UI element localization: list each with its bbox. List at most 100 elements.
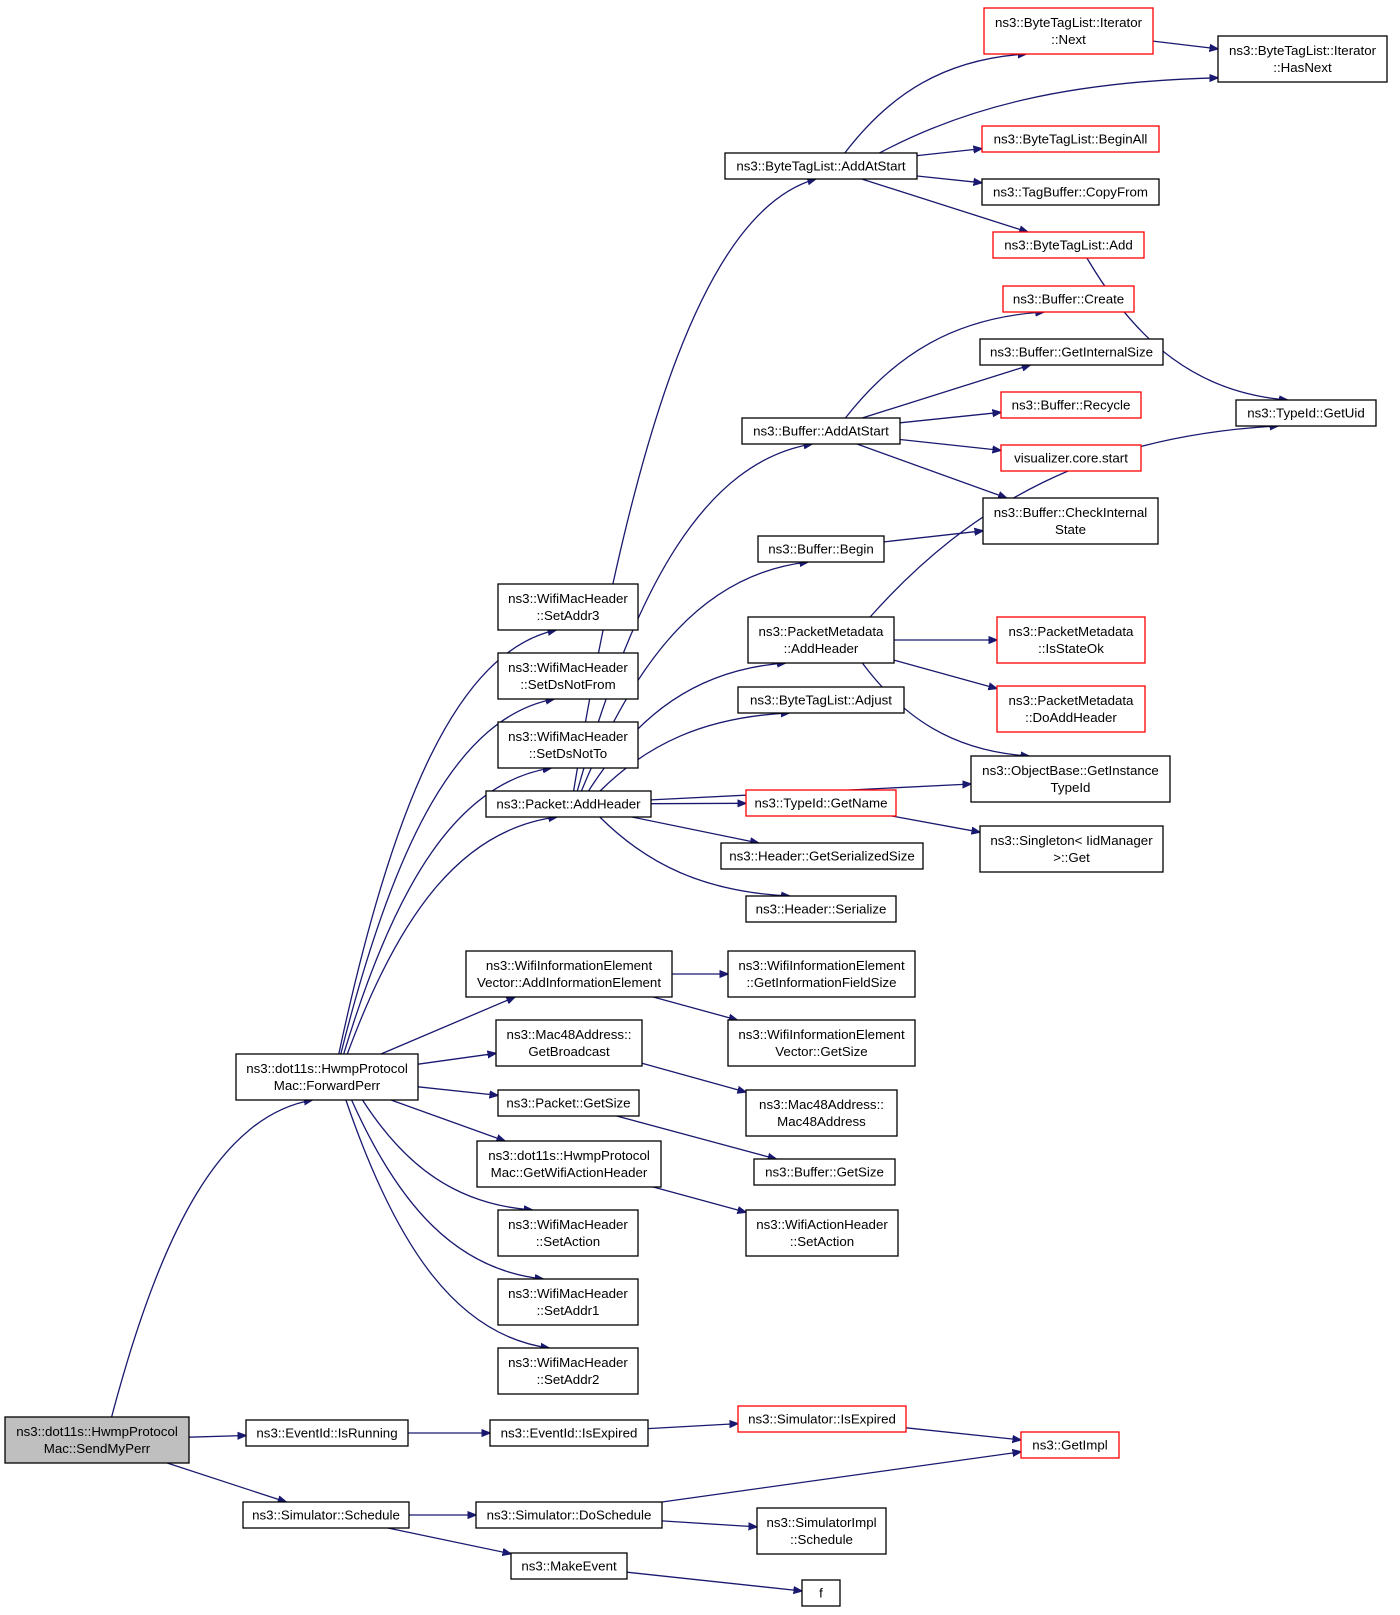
- node-buffer-addatstart[interactable]: ns3::Buffer::AddAtStart: [741, 417, 901, 445]
- node-simulator-isexpired[interactable]: ns3::Simulator::IsExpired: [737, 1405, 907, 1433]
- node-buffer-begin[interactable]: ns3::Buffer::Begin: [757, 535, 885, 563]
- node-box[interactable]: [756, 1507, 887, 1555]
- node-box[interactable]: [996, 685, 1146, 733]
- node-mac48-ctor[interactable]: ns3::Mac48Address::Mac48Address: [745, 1089, 898, 1137]
- node-box[interactable]: [741, 417, 901, 445]
- node-box[interactable]: [476, 1140, 662, 1188]
- node-box[interactable]: [497, 1278, 639, 1326]
- node-simulatorimpl-schedule[interactable]: ns3::SimulatorImpl::Schedule: [756, 1507, 887, 1555]
- node-buffer-getinternalsize[interactable]: ns3::Buffer::GetInternalSize: [979, 338, 1164, 366]
- node-btl-adjust[interactable]: ns3::ByteTagList::Adjust: [737, 686, 905, 714]
- node-box[interactable]: [497, 1347, 639, 1395]
- node-setdsnotfrom[interactable]: ns3::WifiMacHeader::SetDsNotFrom: [497, 652, 639, 700]
- node-box[interactable]: [497, 1209, 639, 1257]
- node-box[interactable]: [983, 7, 1154, 55]
- node-box[interactable]: [737, 1405, 907, 1433]
- node-box[interactable]: [1002, 285, 1135, 313]
- node-buffer-getsize[interactable]: ns3::Buffer::GetSize: [753, 1158, 896, 1186]
- node-box[interactable]: [1020, 1431, 1120, 1459]
- node-box[interactable]: [979, 338, 1164, 366]
- node-box[interactable]: [981, 125, 1160, 153]
- node-box[interactable]: [1000, 444, 1142, 472]
- node-box[interactable]: [4, 1416, 190, 1464]
- node-box[interactable]: [497, 583, 639, 631]
- node-wie-vector-getsize[interactable]: ns3::WifiInformationElementVector::GetSi…: [727, 1019, 916, 1067]
- node-typeid-getuid[interactable]: ns3::TypeId::GetUid: [1235, 399, 1377, 427]
- node-getwifiactionheader[interactable]: ns3::dot11s::HwmpProtocolMac::GetWifiAct…: [476, 1140, 662, 1188]
- node-box[interactable]: [1235, 399, 1377, 427]
- node-eventid-isexpired[interactable]: ns3::EventId::IsExpired: [489, 1419, 649, 1447]
- node-visualizer-core-start[interactable]: visualizer.core.start: [1000, 444, 1142, 472]
- node-buffer-recycle[interactable]: ns3::Buffer::Recycle: [1000, 391, 1142, 419]
- node-makeevent[interactable]: ns3::MakeEvent: [510, 1552, 628, 1580]
- node-box[interactable]: [727, 950, 916, 998]
- node-box[interactable]: [489, 1419, 649, 1447]
- node-box[interactable]: [747, 616, 895, 664]
- node-box[interactable]: [801, 1579, 841, 1607]
- node-box[interactable]: [996, 616, 1146, 664]
- node-setaddr1[interactable]: ns3::WifiMacHeader::SetAddr1: [497, 1278, 639, 1326]
- node-header-serialize[interactable]: ns3::Header::Serialize: [745, 895, 897, 923]
- node-box[interactable]: [757, 535, 885, 563]
- node-f[interactable]: f: [801, 1579, 841, 1607]
- node-box[interactable]: [745, 1209, 899, 1257]
- node-box[interactable]: [737, 686, 905, 714]
- node-box[interactable]: [235, 1053, 419, 1101]
- node-simulator-doschedule[interactable]: ns3::Simulator::DoSchedule: [475, 1501, 663, 1529]
- node-box[interactable]: [497, 721, 639, 769]
- node-box[interactable]: [982, 497, 1159, 545]
- node-box[interactable]: [1217, 35, 1388, 83]
- node-setdsnotto[interactable]: ns3::WifiMacHeader::SetDsNotTo: [497, 721, 639, 769]
- node-box[interactable]: [745, 895, 897, 923]
- node-box[interactable]: [475, 1501, 663, 1529]
- node-tagbuffer-copyfrom[interactable]: ns3::TagBuffer::CopyFrom: [981, 178, 1160, 206]
- node-simulator-schedule[interactable]: ns3::Simulator::Schedule: [242, 1501, 410, 1529]
- node-pm-isstateok[interactable]: ns3::PacketMetadata::IsStateOk: [996, 616, 1146, 664]
- node-box[interactable]: [979, 825, 1164, 873]
- node-getimpl[interactable]: ns3::GetImpl: [1020, 1431, 1120, 1459]
- node-forwardperr[interactable]: ns3::dot11s::HwmpProtocolMac::ForwardPer…: [235, 1053, 419, 1101]
- node-wmh-setaction[interactable]: ns3::WifiMacHeader::SetAction: [497, 1209, 639, 1257]
- node-packet-addheader[interactable]: ns3::Packet::AddHeader: [485, 790, 652, 818]
- node-btl-addatstart[interactable]: ns3::ByteTagList::AddAtStart: [724, 152, 918, 180]
- node-box[interactable]: [485, 790, 652, 818]
- node-box[interactable]: [745, 1089, 898, 1137]
- node-wie-vector-addie[interactable]: ns3::WifiInformationElementVector::AddIn…: [465, 950, 673, 998]
- node-box[interactable]: [510, 1552, 628, 1580]
- node-setaddr3[interactable]: ns3::WifiMacHeader::SetAddr3: [497, 583, 639, 631]
- node-box[interactable]: [720, 842, 924, 870]
- node-btl-beginall[interactable]: ns3::ByteTagList::BeginAll: [981, 125, 1160, 153]
- node-eventid-isrunning[interactable]: ns3::EventId::IsRunning: [245, 1419, 409, 1447]
- node-btl-iter-next[interactable]: ns3::ByteTagList::Iterator::Next: [983, 7, 1154, 55]
- node-header-getserializedsize[interactable]: ns3::Header::GetSerializedSize: [720, 842, 924, 870]
- node-packet-getsize[interactable]: ns3::Packet::GetSize: [497, 1089, 640, 1117]
- node-box[interactable]: [242, 1501, 410, 1529]
- node-btl-iter-hasnext[interactable]: ns3::ByteTagList::Iterator::HasNext: [1217, 35, 1388, 83]
- node-wie-getinfofieldsize[interactable]: ns3::WifiInformationElement::GetInformat…: [727, 950, 916, 998]
- node-mac48-getbroadcast[interactable]: ns3::Mac48Address::GetBroadcast: [495, 1019, 643, 1067]
- node-wah-setaction[interactable]: ns3::WifiActionHeader::SetAction: [745, 1209, 899, 1257]
- node-box[interactable]: [1000, 391, 1142, 419]
- node-pm-doaddheader[interactable]: ns3::PacketMetadata::DoAddHeader: [996, 685, 1146, 733]
- node-box[interactable]: [727, 1019, 916, 1067]
- node-box[interactable]: [497, 652, 639, 700]
- node-pm-addheader[interactable]: ns3::PacketMetadata::AddHeader: [747, 616, 895, 664]
- node-setaddr2[interactable]: ns3::WifiMacHeader::SetAddr2: [497, 1347, 639, 1395]
- node-box[interactable]: [497, 1089, 640, 1117]
- node-box[interactable]: [495, 1019, 643, 1067]
- node-box[interactable]: [970, 755, 1171, 803]
- node-btl-add[interactable]: ns3::ByteTagList::Add: [992, 231, 1145, 259]
- node-box[interactable]: [753, 1158, 896, 1186]
- node-singleton-get[interactable]: ns3::Singleton< IidManager>::Get: [979, 825, 1164, 873]
- node-box[interactable]: [992, 231, 1145, 259]
- node-buffer-create[interactable]: ns3::Buffer::Create: [1002, 285, 1135, 313]
- node-box[interactable]: [465, 950, 673, 998]
- node-box[interactable]: [724, 152, 918, 180]
- node-box[interactable]: [981, 178, 1160, 206]
- node-typeid-getname[interactable]: ns3::TypeId::GetName: [745, 789, 897, 817]
- node-box[interactable]: [245, 1419, 409, 1447]
- node-box[interactable]: [745, 789, 897, 817]
